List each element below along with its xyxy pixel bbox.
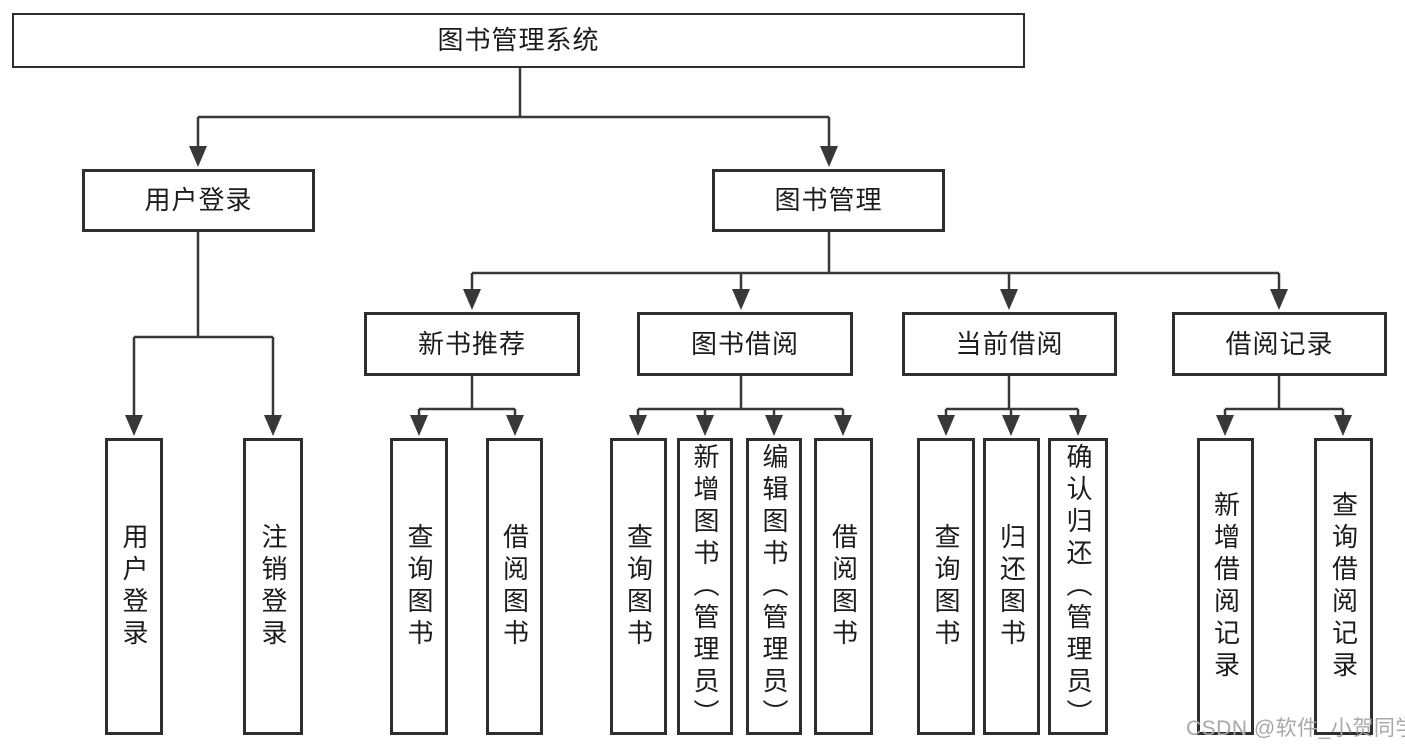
connector-current-borrow-to-leaves	[944, 374, 1080, 418]
leaf-add-borrow-record: 新增借阅记录	[1197, 438, 1254, 735]
connector-book-borrow-to-leaves	[636, 374, 845, 418]
leaf-label: 查询图书	[404, 522, 434, 651]
leaf-borrow-books: 借阅图书	[486, 438, 543, 735]
leaf-query-books: 查询图书	[610, 438, 667, 735]
leaf-logout: 注销登录	[243, 438, 303, 735]
node-current-borrow: 当前借阅	[902, 312, 1117, 376]
leaf-query-borrow-record: 查询借阅记录	[1314, 438, 1373, 735]
leaf-user-login: 用户登录	[105, 438, 163, 735]
leaf-label: 新增借阅记录	[1210, 490, 1241, 683]
arrowheads-leaves	[125, 415, 1352, 436]
leaf-label: 借阅图书	[828, 522, 859, 651]
leaf-label: 用户登录	[119, 522, 149, 651]
leaf-confirm-return-admin: 确认归还（管理员）	[1048, 438, 1108, 735]
leaf-label: 确认归还（管理员）	[1063, 442, 1093, 731]
node-label: 当前借阅	[955, 328, 1064, 359]
leaf-edit-books-admin: 编辑图书（管理员）	[746, 438, 802, 735]
connector-book-management-to-level3	[470, 230, 1281, 292]
leaf-label: 新增图书（管理员）	[690, 442, 720, 731]
leaf-return-books: 归还图书	[983, 438, 1040, 735]
leaf-label: 借阅图书	[499, 522, 530, 651]
leaf-label: 注销登录	[258, 522, 288, 651]
node-label: 用户登录	[144, 185, 253, 216]
leaf-label: 归还图书	[996, 522, 1027, 651]
node-library-management-system: 图书管理系统	[12, 13, 1025, 68]
node-book-borrow: 图书借阅	[637, 312, 853, 376]
leaf-query-books: 查询图书	[917, 438, 975, 735]
connector-user-login-to-leaves	[132, 230, 275, 418]
leaf-label: 查询图书	[931, 522, 961, 651]
leaf-label: 查询借阅记录	[1328, 490, 1359, 683]
leaf-label: 查询图书	[623, 522, 654, 651]
arrowheads-level3	[463, 289, 1288, 310]
node-user-login: 用户登录	[82, 169, 315, 232]
leaf-borrow-books: 借阅图书	[814, 438, 873, 735]
node-label: 图书管理系统	[437, 25, 600, 56]
leaf-query-books: 查询图书	[390, 438, 448, 735]
connector-root-to-level2	[196, 68, 831, 150]
connector-borrow-records-to-leaves	[1223, 374, 1345, 418]
node-label: 新书推荐	[417, 328, 526, 359]
csdn-watermark: CSDN @软件_小贺同学	[1186, 717, 1405, 740]
arrowheads-level2	[189, 146, 838, 167]
connector-new-book-to-leaves	[417, 374, 517, 418]
node-book-management: 图书管理	[712, 169, 945, 232]
node-new-book-recommend: 新书推荐	[364, 312, 580, 376]
leaf-add-books-admin: 新增图书（管理员）	[677, 438, 733, 735]
node-label: 图书管理	[774, 185, 883, 216]
node-label: 借阅记录	[1225, 328, 1334, 359]
node-borrow-records: 借阅记录	[1172, 312, 1387, 376]
node-label: 图书借阅	[690, 328, 799, 359]
leaf-label: 编辑图书（管理员）	[759, 442, 789, 731]
